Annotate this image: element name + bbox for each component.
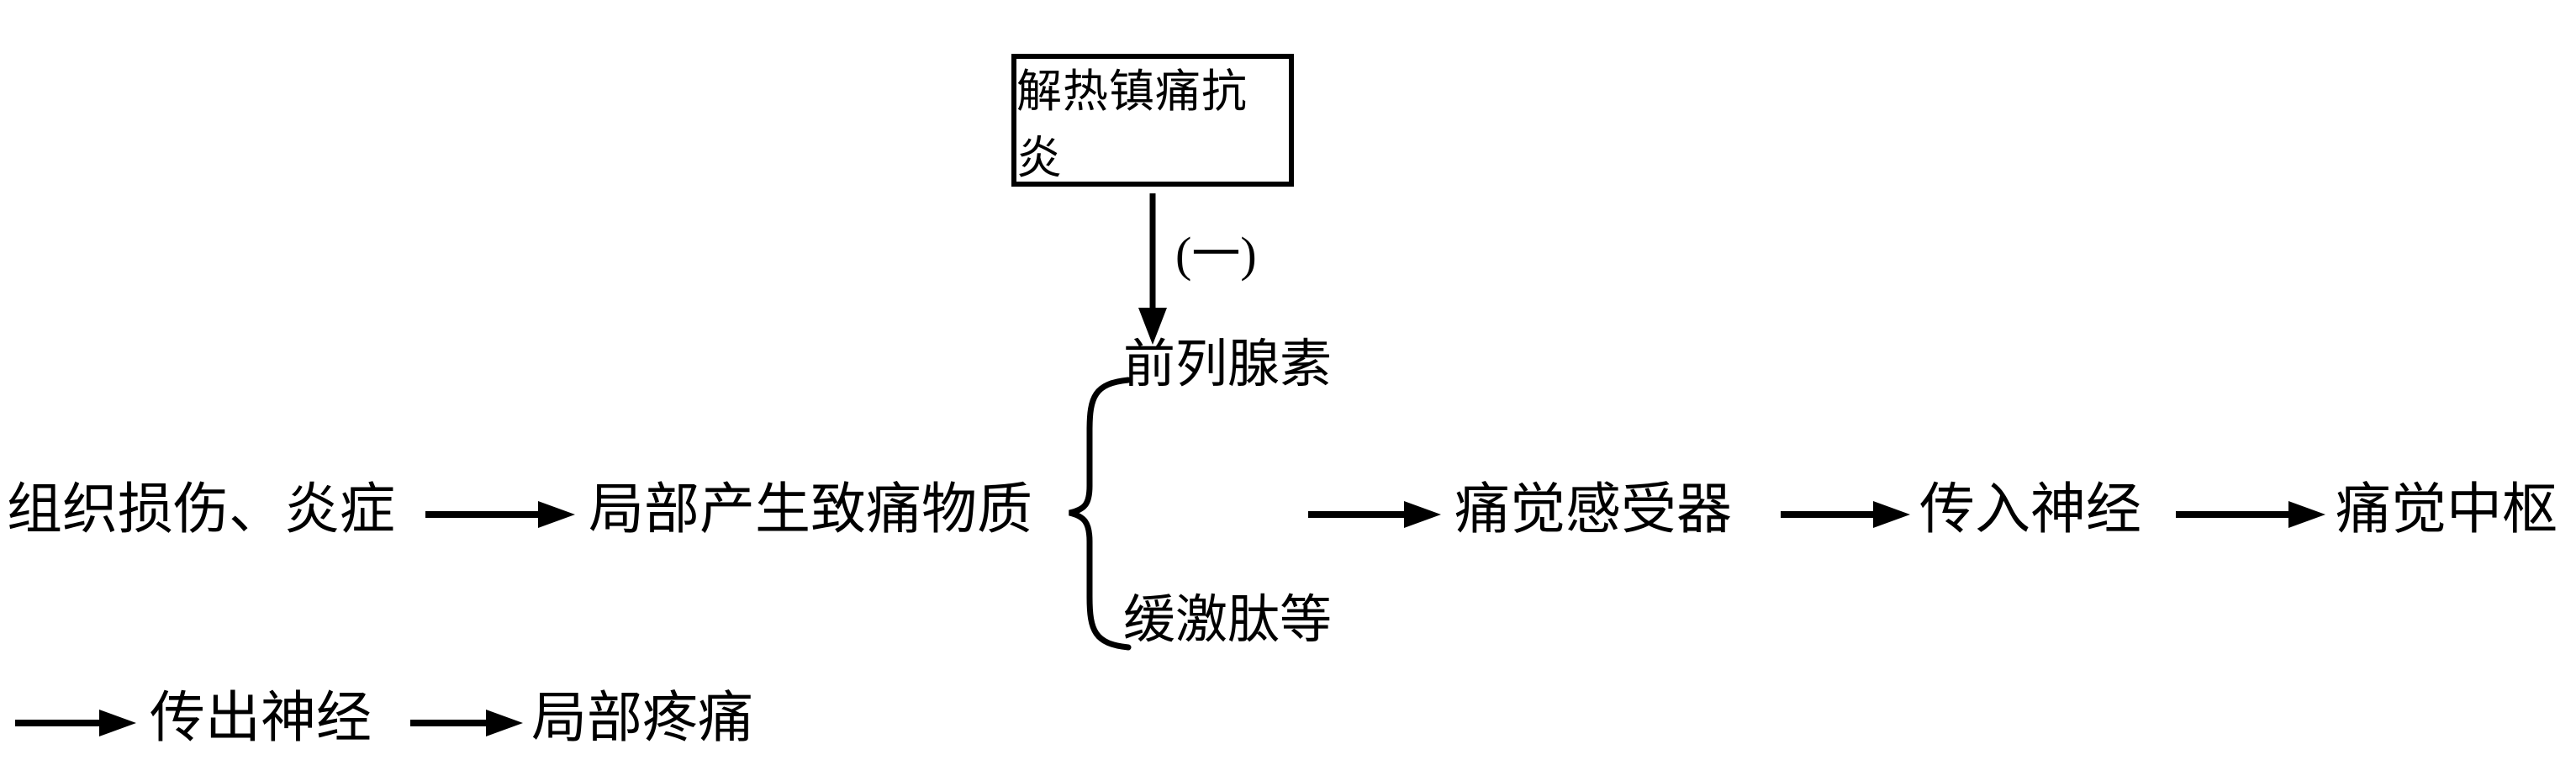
arrow-tissue-to-substance-icon bbox=[425, 501, 575, 528]
down-arrow-inhibition-icon bbox=[1138, 193, 1167, 345]
node-pain-substance: 局部产生致痛物质 bbox=[589, 479, 1032, 541]
left-brace-icon bbox=[1069, 377, 1132, 651]
inhibition-sign-label: (一) bbox=[1175, 227, 1257, 282]
arrow-substance-to-receptor-icon bbox=[1308, 501, 1441, 528]
drug-box: 解热镇痛抗炎 bbox=[1011, 54, 1294, 187]
node-tissue-injury: 组织损伤、炎症 bbox=[7, 479, 395, 541]
arrow-efferent-to-localpain-icon bbox=[410, 710, 523, 736]
node-afferent-nerve: 传入神经 bbox=[1919, 479, 2141, 541]
arrow-receptor-to-afferent-icon bbox=[1781, 501, 1910, 528]
node-bradykinin: 缓激肽等 bbox=[1123, 592, 1333, 649]
node-efferent-nerve: 传出神经 bbox=[150, 688, 372, 749]
arrow-wrap-to-efferent-icon bbox=[15, 710, 136, 736]
arrow-afferent-to-center-icon bbox=[2176, 501, 2325, 528]
node-pain-receptor: 痛觉感受器 bbox=[1454, 479, 1732, 541]
node-local-pain: 局部疼痛 bbox=[531, 688, 753, 749]
drug-box-label: 解热镇痛抗炎 bbox=[1016, 66, 1248, 183]
node-pain-center: 痛觉中枢 bbox=[2336, 479, 2558, 541]
node-prostaglandin: 前列腺素 bbox=[1123, 336, 1333, 393]
